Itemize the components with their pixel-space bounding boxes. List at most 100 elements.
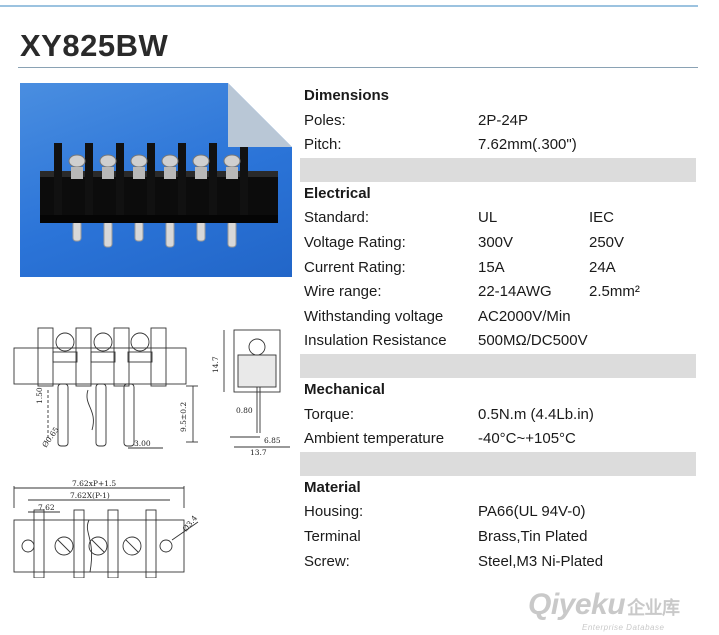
section-heading-label: Dimensions — [304, 87, 390, 104]
spec-row: Insulation Resistance 500MΩ/DC500V — [300, 329, 696, 354]
spec-value: 7.62mm(.300") — [478, 136, 577, 154]
spec-value: AC2000V/Min — [478, 307, 571, 325]
barrier-wall — [54, 143, 62, 221]
section-heading: Electrical — [300, 182, 696, 207]
spec-row: Housing: PA66(UL 94V-0) — [300, 500, 696, 525]
section-heading: Mechanical — [300, 378, 696, 403]
screw — [130, 154, 148, 168]
spec-row: Terminal Brass,Tin Plated — [300, 525, 696, 550]
section-separator — [300, 451, 696, 476]
screw — [192, 154, 210, 168]
dim-end-width: 13.7 — [250, 448, 267, 457]
section-heading-label: Material — [304, 478, 361, 496]
screw — [68, 154, 86, 168]
dim-top-pitch: 7.62 — [38, 503, 55, 512]
spec-value: 0.5N.m (4.4Lb.in) — [478, 405, 594, 423]
spec-row: Standard: UL IEC — [300, 206, 696, 231]
spec-label: Torque: — [304, 405, 355, 423]
contact-plate — [71, 167, 83, 179]
spec-value: Steel,M3 Ni-Plated — [478, 552, 604, 570]
dim-side-pitch: 3.00 — [134, 439, 151, 448]
spec-label: Terminal — [304, 527, 361, 545]
spec-value: Brass,Tin Plated — [478, 527, 588, 545]
barrier-wall — [85, 143, 93, 221]
section-heading-label: Mechanical — [304, 380, 385, 398]
section-heading: Dimensions — [300, 84, 696, 109]
contact-plate — [102, 167, 114, 179]
watermark-subtitle: Enterprise Database — [582, 623, 665, 632]
spec-label: Standard: — [304, 209, 370, 227]
spec-label: Withstanding voltage — [304, 307, 444, 325]
product-photo — [20, 83, 292, 277]
dim-end-off: 6.85 — [264, 436, 281, 445]
section-separator — [300, 157, 696, 182]
spec-value: UL — [478, 209, 498, 227]
spec-label: Housing: — [304, 503, 364, 521]
dim-top-total: 7.62xP+1.5 — [72, 479, 116, 488]
solder-pin — [134, 220, 144, 242]
spec-label: Ambient temperature — [304, 430, 445, 448]
barrier-wall — [116, 143, 124, 221]
terminal-block-image — [40, 143, 278, 248]
solder-pin — [196, 220, 206, 242]
spec-row: Torque: 0.5N.m (4.4Lb.in) — [300, 403, 696, 428]
section-heading: Material — [300, 476, 696, 501]
solder-pin — [227, 220, 237, 248]
screw — [161, 154, 179, 168]
screw — [223, 154, 241, 168]
top-accent-line — [0, 5, 698, 7]
spec-row: Ambient temperature -40°C~+105°C — [300, 427, 696, 452]
spec-row: Poles: 2P-24P — [300, 109, 696, 134]
section-separator — [300, 353, 696, 378]
spec-value: 24A — [589, 258, 616, 276]
dim-side-h1: 1.50 — [35, 387, 44, 404]
side-view-drawing: 1.50 9.5±0.2 3.00 Ø0.65 — [8, 320, 198, 460]
spec-row: Withstanding voltage AC2000V/Min — [300, 305, 696, 330]
dim-end-height: 14.7 — [211, 356, 220, 373]
solder-pin — [103, 220, 113, 248]
spec-value: 2P-24P — [478, 111, 529, 129]
barrier-wall — [209, 143, 217, 221]
contact-plate — [226, 167, 238, 179]
section-heading-label: Electrical — [304, 184, 371, 202]
spec-row: Screw: Steel,M3 Ni-Plated — [300, 550, 696, 575]
end-view-drawing: 14.7 0.80 6.85 13.7 — [210, 325, 300, 465]
dim-end-pin: 0.80 — [236, 406, 253, 415]
spec-row: Wire range: 22-14AWG 2.5mm² — [300, 280, 696, 305]
spec-value: 300V — [478, 233, 514, 251]
spec-label: Wire range: — [304, 283, 382, 301]
spec-label: Screw: — [304, 552, 350, 570]
spec-value: 22-14AWG — [478, 283, 552, 301]
spec-value: 15A — [478, 258, 505, 276]
solder-pin — [72, 220, 82, 242]
dim-side-h2: 9.5±0.2 — [179, 402, 188, 432]
barrier-wall — [240, 143, 248, 221]
spec-value: 2.5mm² — [589, 283, 640, 301]
dim-top-span: 7.62X(P-1) — [70, 491, 110, 500]
spec-value: IEC — [589, 209, 615, 227]
spec-row: Pitch: 7.62mm(.300") — [300, 133, 696, 158]
spec-label: Pitch: — [304, 136, 342, 154]
contact-plate — [133, 167, 145, 179]
spec-label: Poles: — [304, 111, 346, 129]
barrier-wall — [178, 143, 186, 221]
contact-plate — [164, 167, 176, 179]
spec-value: 250V — [589, 233, 625, 251]
spec-value: 500MΩ/DC500V — [478, 332, 588, 350]
spec-label: Insulation Resistance — [304, 332, 447, 350]
product-title: XY825BW — [20, 28, 169, 63]
spec-value: PA66(UL 94V-0) — [478, 503, 586, 521]
barrier-wall — [147, 143, 155, 221]
screw — [99, 154, 117, 168]
contact-plate — [195, 167, 207, 179]
title-divider — [18, 67, 698, 68]
solder-pin — [165, 220, 175, 248]
spec-value: -40°C~+105°C — [478, 430, 576, 448]
top-view-drawing: 7.62xP+1.5 7.62X(P-1) 7.62 Ø3.4 — [8, 478, 208, 583]
page-curl-white — [228, 83, 292, 147]
